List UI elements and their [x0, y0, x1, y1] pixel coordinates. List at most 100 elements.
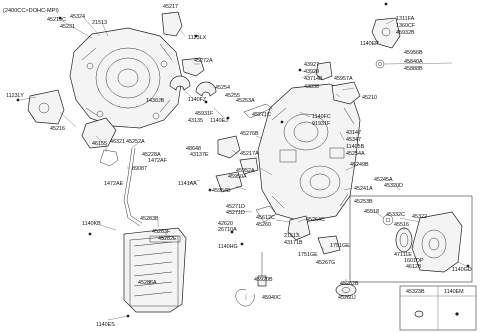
- bracket-45216: [27, 89, 65, 125]
- label-45271d-2: 45271D: [226, 210, 245, 216]
- label-45217: 45217: [163, 4, 178, 10]
- label-1140fz: 1140FZ: [188, 97, 207, 103]
- label-45249b: 45249B: [350, 162, 369, 168]
- transaxle-case: [257, 83, 361, 223]
- label-45255: 45255: [225, 93, 240, 99]
- label-89087: 89087: [132, 166, 147, 172]
- label-45260j: 45260J: [338, 295, 356, 301]
- label-1472af: 1472AF: [148, 158, 168, 164]
- label-45320d: 45320D: [384, 183, 403, 189]
- label-45271d: 45271D: [226, 204, 245, 210]
- label-45931f: 45931F: [195, 111, 214, 117]
- oil-pan-45283b: [123, 227, 187, 313]
- label-1140ep: 1140EP: [360, 41, 379, 47]
- differential-housing: [411, 211, 463, 273]
- inset-box: [349, 195, 473, 283]
- label-45245a: 45245A: [374, 177, 393, 183]
- label-1472ae: 1472AE: [104, 181, 124, 187]
- label-45283b: 45283B: [140, 216, 159, 222]
- leader-lines: [19, 12, 467, 321]
- label-45241a: 45241A: [354, 186, 373, 192]
- label-45518: 45518: [364, 209, 379, 215]
- shaft-45264c: [287, 215, 311, 241]
- cover-45272a: [181, 57, 205, 77]
- label-45254a: 45254A: [346, 151, 365, 157]
- label-11405b: 11405B: [346, 144, 365, 150]
- label-45219c: 45219C: [47, 17, 66, 23]
- label-21513: 21513: [92, 20, 107, 26]
- label-43147: 43147: [346, 130, 361, 136]
- label-46321: 46321: [110, 139, 125, 145]
- diagram-title: (2400CC>DOHC-MPI): [3, 8, 59, 14]
- label-43929: 43929: [304, 69, 319, 75]
- label-45271c: 45271C: [252, 112, 271, 118]
- label-45282e: 45282E: [158, 236, 177, 242]
- label-45332c: 45332C: [386, 212, 405, 218]
- label-46128: 46128: [406, 264, 421, 270]
- legend-col1-label: 45323B: [406, 289, 425, 295]
- label-26710a: 26710A: [218, 227, 237, 233]
- harness-45940c: [235, 288, 255, 307]
- seal-43135: [169, 75, 217, 97]
- converter-housing: [69, 27, 183, 129]
- label-45262b: 45262B: [340, 281, 359, 287]
- rod-45271c: [243, 103, 273, 119]
- legend-col2-label: 1140EM: [444, 289, 464, 295]
- clip-45323b-icon: [414, 310, 424, 318]
- tube-45252a: [123, 147, 143, 227]
- seal-45516: [395, 227, 413, 253]
- label-45216: 45216: [50, 126, 65, 132]
- gasket-45282e: [149, 235, 181, 243]
- label-48648: 48648: [186, 146, 201, 152]
- label-1140es: 1140ES: [96, 322, 115, 328]
- label-45217a: 45217A: [240, 151, 259, 157]
- label-45283f: 45283F: [152, 229, 171, 235]
- pipe-46155: [99, 149, 119, 167]
- label-45347: 45347: [346, 137, 361, 143]
- bracket-45840a: [375, 59, 385, 69]
- label-45253a: 45253A: [236, 98, 255, 104]
- label-45954b: 45954B: [212, 188, 231, 194]
- plate-46321: [81, 117, 117, 149]
- sensor-45920b: [257, 252, 267, 287]
- label-43171b: 43171B: [284, 240, 303, 246]
- label-1430jb: 1430JB: [146, 98, 165, 104]
- ring-45518: [382, 214, 394, 226]
- label-21513-2: 21513: [284, 233, 299, 239]
- label-45272a: 45272A: [194, 58, 213, 64]
- label-1751ge: 1751GE: [330, 243, 350, 249]
- label-45210: 45210: [362, 95, 377, 101]
- part-labels: 45219C 45324 45231 21513 45217 1123LX 45…: [6, 4, 472, 328]
- label-45888b: 45888B: [404, 66, 423, 72]
- label-1360cf: 1360CF: [396, 23, 416, 29]
- label-1123ly: 1123LY: [6, 93, 24, 99]
- label-45253b: 45253B: [354, 199, 373, 205]
- label-45228a: 45228A: [142, 152, 161, 158]
- label-1140gd: 1140GD: [452, 267, 472, 273]
- label-1141aa: 1141AA: [178, 181, 197, 187]
- label-45254: 45254: [215, 85, 230, 91]
- bracket-45956b: [371, 17, 401, 49]
- label-43927: 43927: [304, 62, 319, 68]
- label-1123lx: 1123LX: [188, 35, 207, 41]
- label-45264c: 45264C: [306, 217, 325, 223]
- label-45260: 45260: [256, 222, 271, 228]
- bracket-45217a: [217, 135, 241, 159]
- label-1140ej: 1140EJ: [210, 118, 228, 124]
- label-45231: 45231: [60, 24, 75, 30]
- label-45950a: 45950A: [228, 174, 247, 180]
- label-45952a: 45952A: [236, 168, 255, 174]
- label-42620: 42620: [218, 221, 233, 227]
- label-1140fc: 1140FC: [312, 114, 331, 120]
- sensor-45957a: [315, 61, 333, 81]
- bracket-45217: [161, 11, 183, 37]
- label-91931f: 91931F: [312, 121, 331, 127]
- label-47111e: 47111E: [394, 252, 412, 258]
- valve-45950a: [239, 157, 259, 175]
- label-45612c: 45612C: [256, 215, 275, 221]
- label-43137e: 43137E: [190, 152, 209, 158]
- label-1140hg: 1140HG: [218, 244, 238, 250]
- label-45956b: 45956B: [404, 50, 423, 56]
- pin-45612c: [255, 205, 277, 223]
